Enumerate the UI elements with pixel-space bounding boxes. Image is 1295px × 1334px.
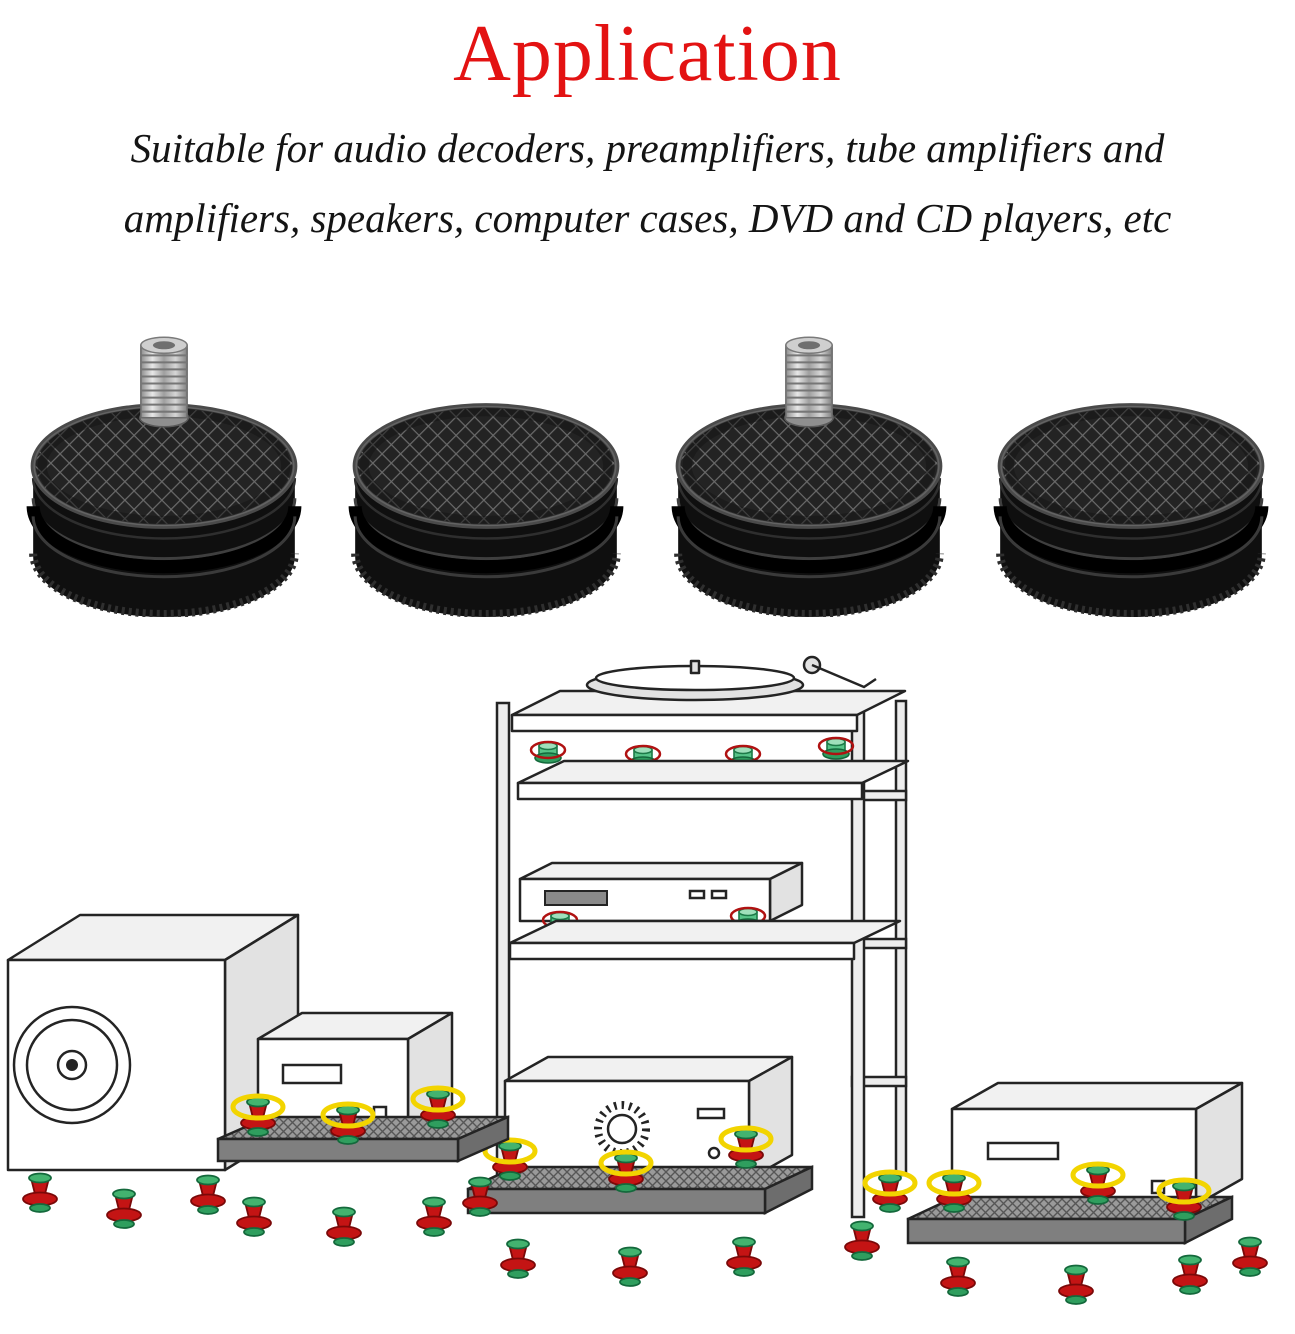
right-amplifier-drawing — [906, 1082, 1268, 1306]
left-amplifier-drawing — [216, 1012, 510, 1248]
isolation-foot-plain-image-4 — [987, 305, 1275, 617]
page-title: Application — [453, 10, 842, 98]
turntable-drawing — [585, 656, 877, 702]
product-feet-row — [0, 305, 1295, 617]
hifi-rack-drawing — [466, 656, 915, 1288]
equipment-line-illustration — [6, 656, 1268, 1306]
description-line-1: Suitable for audio decoders, preamplifie… — [130, 125, 1165, 171]
isolation-foot-plain-image-2 — [342, 305, 630, 617]
isolation-foot-with-spike-image-1 — [20, 336, 308, 617]
description-line-2: amplifiers, speakers, computer cases, DV… — [123, 194, 1172, 241]
product-application-page: Application Suitable for audio decoders,… — [0, 8, 1295, 1334]
description-text: Suitable for audio decoders, preamplifie… — [28, 114, 1268, 253]
isolation-foot-with-spike-image-3 — [665, 336, 953, 617]
speaker-drawing — [6, 914, 300, 1230]
